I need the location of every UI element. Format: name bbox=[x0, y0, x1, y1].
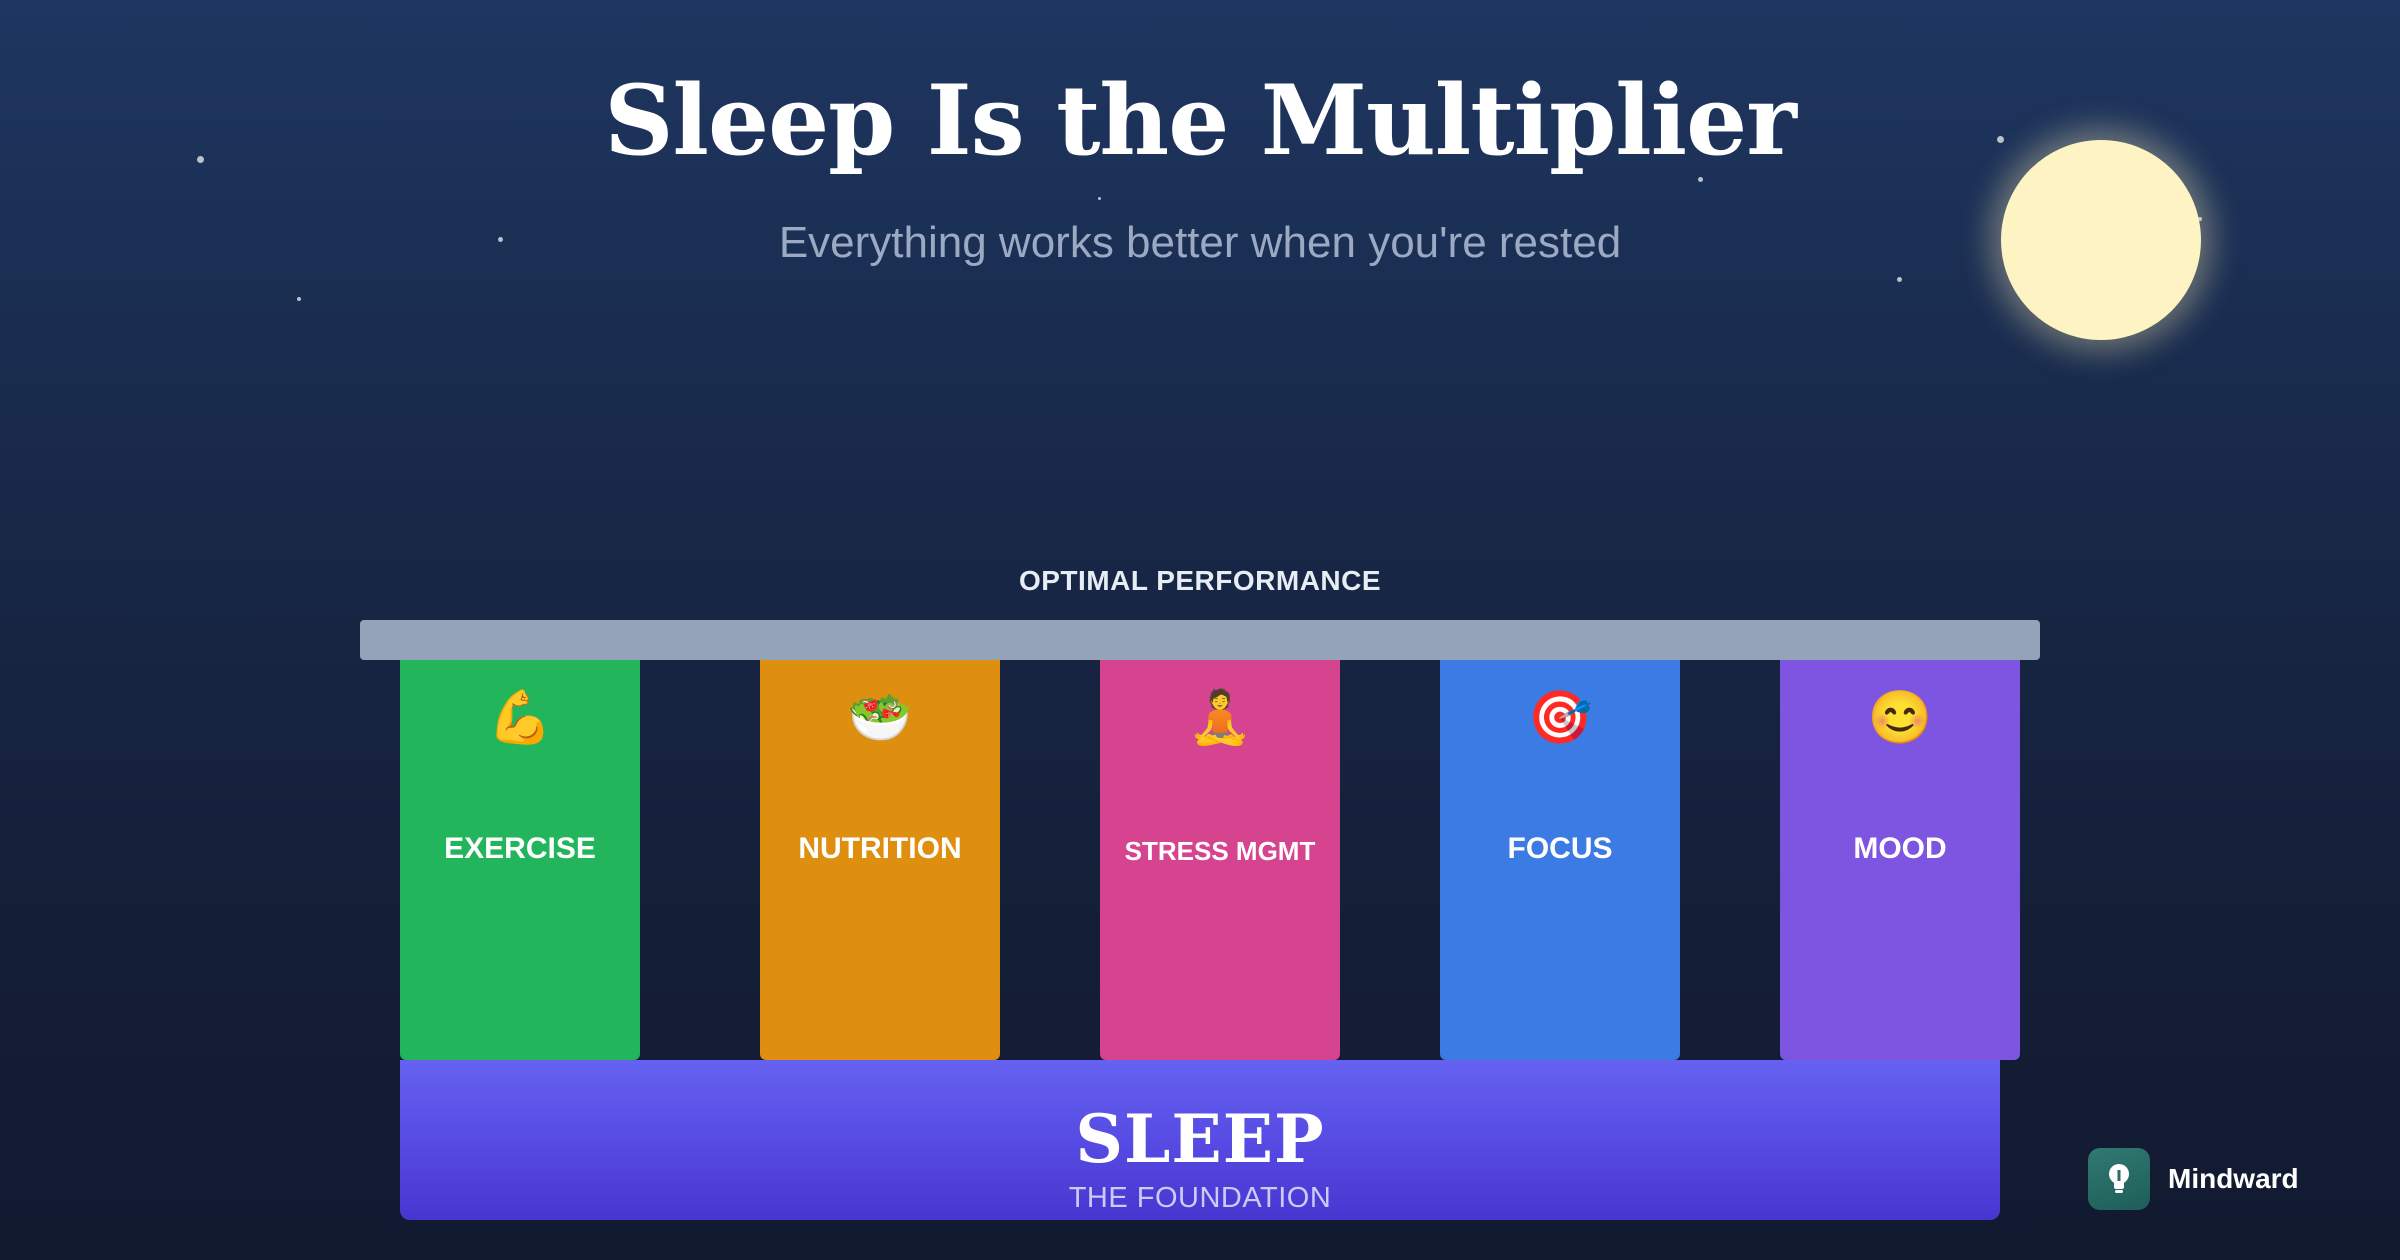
star bbox=[1997, 136, 2004, 143]
target-icon: 🎯 bbox=[1527, 689, 1593, 747]
pillar-exercise: 💪 EXERCISE bbox=[400, 660, 640, 1060]
brand: Mindward bbox=[2088, 1148, 2299, 1210]
pillar-label: EXERCISE bbox=[444, 832, 596, 865]
pillar-label: NUTRITION bbox=[798, 832, 962, 865]
page-title: Sleep Is the Multiplier bbox=[604, 64, 1797, 177]
star bbox=[1098, 197, 1101, 200]
lightbulb-icon-glyph bbox=[2109, 1164, 2129, 1193]
foundation-title: SLEEP bbox=[1075, 1100, 1325, 1178]
foundation-subtitle: THE FOUNDATION bbox=[1068, 1182, 1332, 1214]
pillar-label: STRESS MGMT bbox=[1124, 836, 1316, 866]
pillar-label: FOCUS bbox=[1507, 832, 1613, 865]
salad-icon: 🥗 bbox=[847, 689, 913, 747]
star bbox=[498, 237, 503, 242]
pillar-label: MOOD bbox=[1853, 832, 1947, 865]
smiling-face-icon: 😊 bbox=[1867, 689, 1933, 747]
star bbox=[297, 297, 301, 301]
page-subtitle: Everything works better when you're rest… bbox=[778, 218, 1622, 267]
lightbulb-icon bbox=[2088, 1148, 2150, 1210]
pillar-focus: 🎯 FOCUS bbox=[1440, 660, 1680, 1060]
star bbox=[1698, 177, 1703, 182]
pillar-mood: 😊 MOOD bbox=[1780, 660, 2020, 1060]
pillar-stress-mgmt: 🧘 STRESS MGMT bbox=[1100, 660, 1340, 1060]
meditation-icon: 🧘 bbox=[1187, 689, 1253, 747]
performance-roof bbox=[360, 620, 2040, 660]
star bbox=[2198, 217, 2202, 221]
moon-icon bbox=[2001, 140, 2201, 340]
flexed-biceps-icon: 💪 bbox=[487, 689, 553, 747]
roof-label: OPTIMAL PERFORMANCE bbox=[1018, 565, 1382, 596]
pillar-nutrition: 🥗 NUTRITION bbox=[760, 660, 1000, 1060]
sleep-foundation: SLEEP THE FOUNDATION bbox=[400, 1060, 2000, 1220]
brand-name: Mindward bbox=[2168, 1163, 2299, 1194]
star bbox=[1897, 277, 1902, 282]
star bbox=[197, 156, 204, 163]
